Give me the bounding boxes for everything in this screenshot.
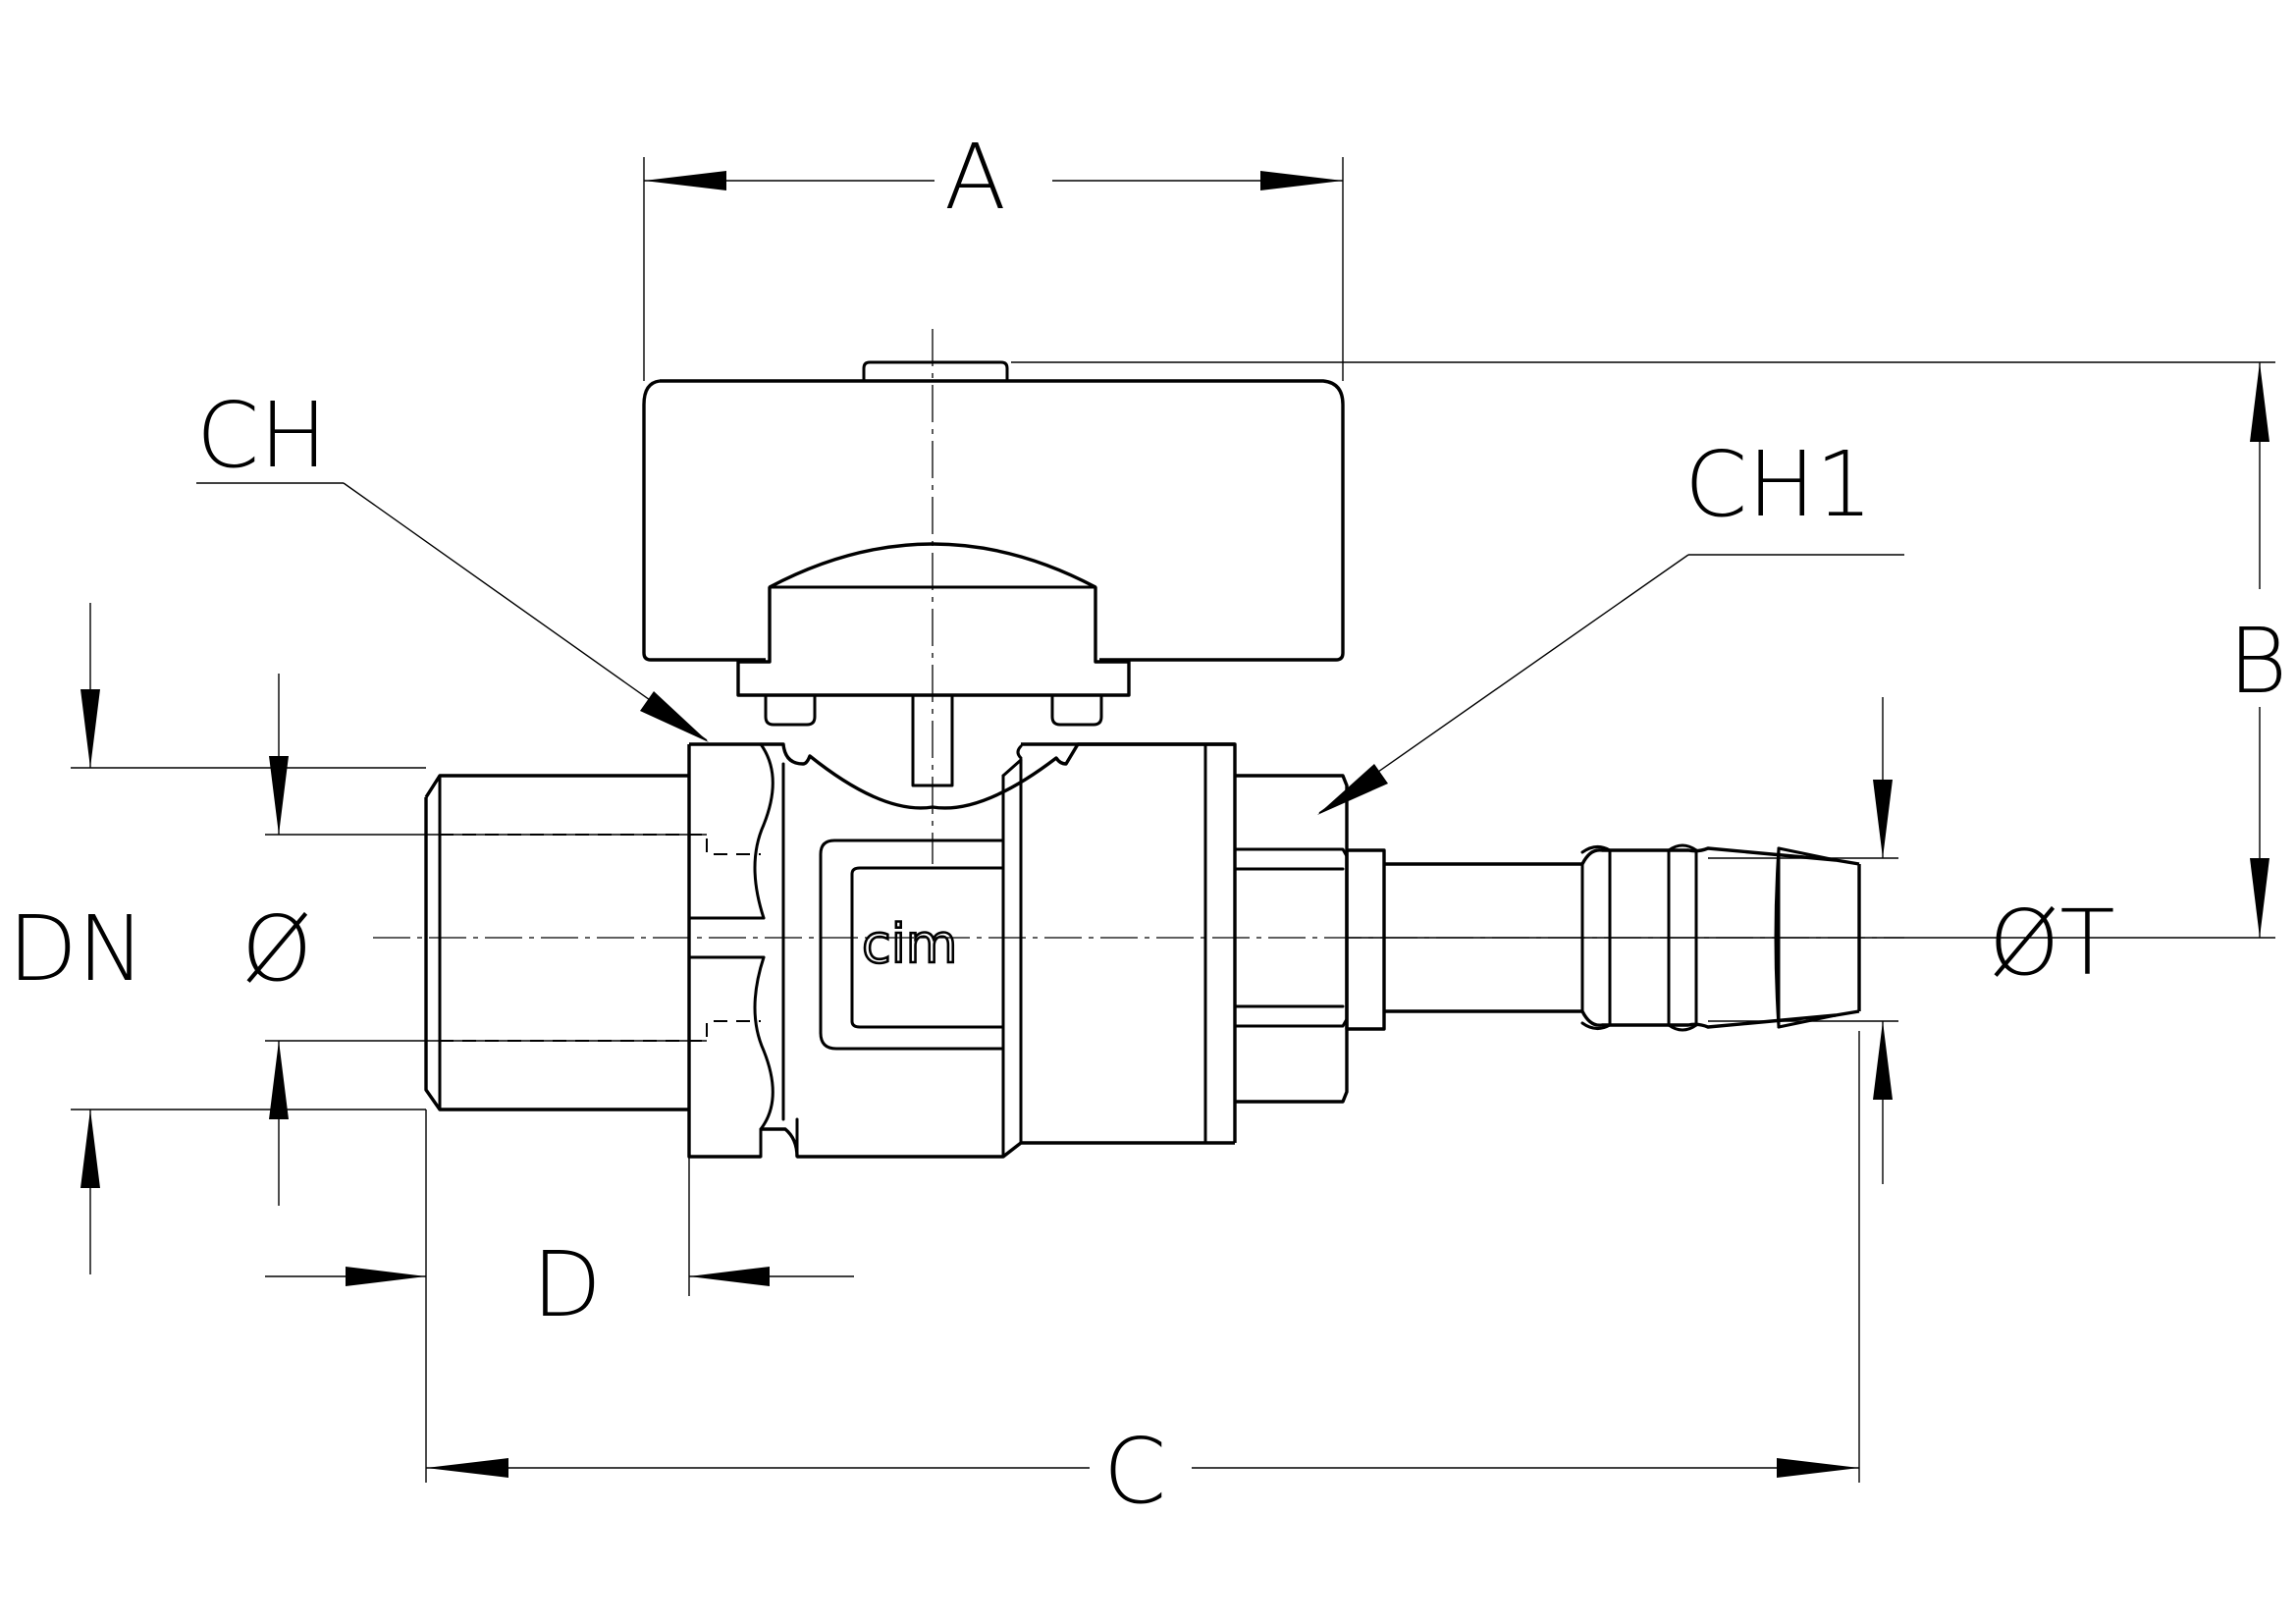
handle [642,360,1345,787]
dimension-c [425,1031,1860,1483]
arrowhead [1873,780,1893,858]
label-dn: DN [8,896,145,1001]
arrowhead [644,171,726,190]
threaded-inlet [424,774,761,1111]
arrowhead [2250,362,2269,442]
dimension-diameter [265,674,707,1206]
label-d: D [532,1232,602,1337]
arrowhead [80,1110,100,1188]
arrowhead [1317,764,1388,815]
label-a: A [944,125,1006,230]
dimension-dn [71,603,426,1274]
label-ch: CH [196,383,327,488]
arrowhead [689,1267,770,1286]
arrowhead [1777,1458,1859,1478]
dimension-b [1011,361,2275,939]
label-ch1: CH1 [1684,432,1873,537]
dimension-a [643,157,1344,381]
label-b: B [2228,609,2287,714]
arrowhead [640,691,709,742]
arrowhead [269,1041,289,1119]
arrowhead [1873,1021,1893,1100]
label-diameter: Ø [241,896,312,1001]
dimension-d [265,1157,854,1296]
arrowhead [2250,858,2269,938]
dimension-diameter-t [1708,697,1898,1184]
hex-nut-ch [687,742,774,1159]
arrowhead [269,756,289,835]
label-c: C [1103,1419,1166,1524]
arrowhead [80,689,100,768]
leader-ch1 [1317,554,1904,815]
label-diameter-t: ØT [1989,891,2115,996]
arrowhead [426,1458,508,1478]
valve-body [761,742,1235,1159]
brand-logo: cim [862,913,957,975]
arrowhead [1260,171,1343,190]
leader-ch [196,482,709,742]
union-nut [1016,742,1237,1145]
hex-nut-ch1 [1233,774,1349,1104]
arrowhead [346,1267,426,1286]
